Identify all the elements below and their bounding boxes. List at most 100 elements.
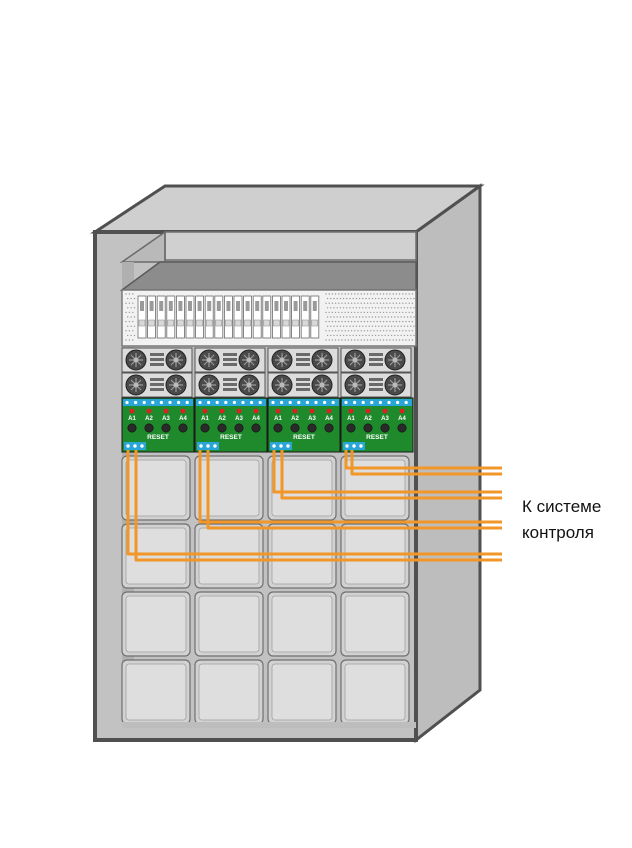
battery-cell bbox=[122, 660, 190, 724]
alarm-label: A3 bbox=[308, 416, 316, 422]
rectifier-module bbox=[195, 348, 265, 372]
alarm-led bbox=[237, 409, 242, 414]
alarm-button bbox=[145, 424, 153, 432]
circuit-breakers bbox=[138, 296, 319, 338]
circuit-breaker bbox=[196, 296, 204, 338]
alarm-button bbox=[398, 424, 406, 432]
alarm-button bbox=[162, 424, 170, 432]
callout-line-1: К системе bbox=[522, 494, 601, 520]
cabinet-side bbox=[416, 186, 480, 740]
alarm-button bbox=[364, 424, 372, 432]
alarm-label: A2 bbox=[364, 416, 372, 422]
alarm-button bbox=[274, 424, 282, 432]
alarm-label: A4 bbox=[252, 416, 260, 422]
circuit-breaker bbox=[167, 296, 175, 338]
terminal-block bbox=[196, 399, 266, 406]
alarm-led bbox=[293, 409, 298, 414]
alarm-led bbox=[383, 409, 388, 414]
circuit-breaker bbox=[244, 296, 252, 338]
alarm-button bbox=[347, 424, 355, 432]
circuit-breaker bbox=[234, 296, 242, 338]
alarm-label: A3 bbox=[381, 416, 389, 422]
circuit-breaker bbox=[215, 296, 223, 338]
alarm-button bbox=[308, 424, 316, 432]
battery-cell bbox=[268, 592, 336, 656]
circuit-breaker bbox=[272, 296, 280, 338]
circuit-breaker bbox=[148, 296, 156, 338]
rectifier-module bbox=[341, 373, 411, 397]
alarm-label: A2 bbox=[218, 416, 226, 422]
battery-cell bbox=[268, 660, 336, 724]
terminal-block bbox=[123, 399, 193, 406]
alarm-button bbox=[325, 424, 333, 432]
reset-label: RESET bbox=[220, 434, 242, 441]
rectifier-module bbox=[341, 348, 411, 372]
alarm-label: A4 bbox=[325, 416, 333, 422]
alarm-led bbox=[181, 409, 186, 414]
circuit-breaker bbox=[301, 296, 309, 338]
alarm-label: A4 bbox=[398, 416, 406, 422]
alarm-led bbox=[276, 409, 281, 414]
battery-cell bbox=[341, 524, 409, 588]
alarm-label: A1 bbox=[347, 416, 355, 422]
alarm-led bbox=[147, 409, 152, 414]
alarm-led bbox=[203, 409, 208, 414]
circuit-breaker bbox=[157, 296, 165, 338]
alarm-button bbox=[381, 424, 389, 432]
rectifier-module bbox=[122, 373, 192, 397]
alarm-button bbox=[218, 424, 226, 432]
alarm-led bbox=[220, 409, 225, 414]
circuit-breaker bbox=[224, 296, 232, 338]
battery-cell bbox=[268, 456, 336, 520]
terminal-block bbox=[269, 399, 339, 406]
shelf-bottom bbox=[122, 722, 416, 728]
reset-label: RESET bbox=[147, 434, 169, 441]
callout-line-2: контроля bbox=[522, 520, 601, 546]
circuit-breaker bbox=[292, 296, 300, 338]
alarm-label: A1 bbox=[201, 416, 209, 422]
cabinet-inner-rail bbox=[165, 232, 416, 260]
reset-label: RESET bbox=[293, 434, 315, 441]
alarm-led bbox=[400, 409, 405, 414]
circuit-breaker bbox=[263, 296, 271, 338]
battery-cell bbox=[268, 524, 336, 588]
circuit-breaker bbox=[282, 296, 290, 338]
battery-cell bbox=[122, 524, 190, 588]
circuit-breaker bbox=[205, 296, 213, 338]
battery-cell bbox=[195, 592, 263, 656]
alarm-led bbox=[254, 409, 259, 414]
battery-cell bbox=[122, 456, 190, 520]
alarm-led bbox=[366, 409, 371, 414]
cabinet-top bbox=[95, 186, 480, 232]
battery-cell bbox=[341, 660, 409, 724]
battery-cell bbox=[195, 660, 263, 724]
circuit-breaker bbox=[253, 296, 261, 338]
alarm-label: A2 bbox=[145, 416, 153, 422]
circuit-breaker bbox=[176, 296, 184, 338]
alarm-label: A3 bbox=[235, 416, 243, 422]
alarm-button bbox=[201, 424, 209, 432]
shelf-top bbox=[122, 262, 416, 290]
alarm-led bbox=[327, 409, 332, 414]
alarm-led bbox=[310, 409, 315, 414]
battery-cell bbox=[195, 456, 263, 520]
alarm-led bbox=[349, 409, 354, 414]
callout-label: К системе контроля bbox=[522, 494, 601, 546]
breaker-panel bbox=[122, 290, 416, 346]
alarm-label: A2 bbox=[291, 416, 299, 422]
alarm-label: A1 bbox=[274, 416, 282, 422]
alarm-label: A4 bbox=[179, 416, 187, 422]
alarm-label: A3 bbox=[162, 416, 170, 422]
alarm-led bbox=[130, 409, 135, 414]
battery-cell bbox=[195, 524, 263, 588]
circuit-breaker bbox=[186, 296, 194, 338]
battery-cell bbox=[122, 592, 190, 656]
alarm-button bbox=[252, 424, 260, 432]
rectifier-module bbox=[268, 348, 338, 372]
alarm-button bbox=[291, 424, 299, 432]
rectifier-module bbox=[122, 348, 192, 372]
